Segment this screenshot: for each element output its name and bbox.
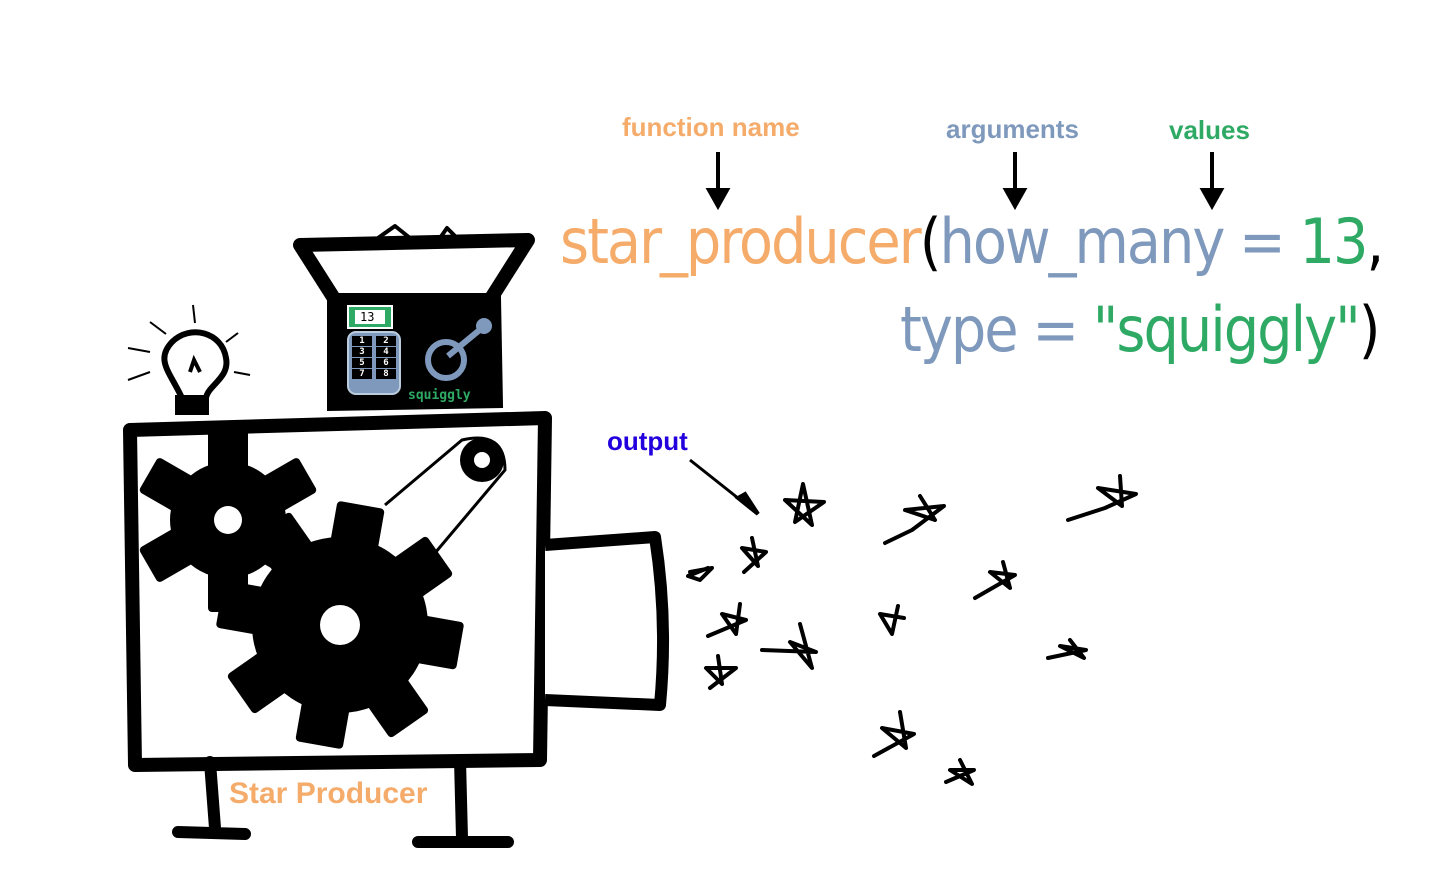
- keypad-keys: 1 2 3 4 5 6 7 8: [352, 336, 396, 379]
- arg1-equals: =: [1223, 205, 1300, 278]
- star: [973, 560, 1017, 600]
- annotation-arrows: [689, 152, 1225, 516]
- machine-name: Star Producer: [229, 777, 428, 810]
- keypad-key[interactable]: 3: [352, 347, 372, 357]
- large-gear: [216, 501, 464, 749]
- display-value: 13: [360, 310, 375, 324]
- bulb-glow-lines: [127, 304, 251, 381]
- dial-label: squiggly: [408, 388, 471, 403]
- arg2-name: type: [900, 293, 1019, 366]
- open-paren: (: [919, 205, 942, 278]
- star: [783, 482, 826, 527]
- keypad-key[interactable]: 8: [376, 369, 396, 379]
- keypad-key[interactable]: 5: [352, 358, 372, 368]
- light-bulb: [161, 329, 230, 415]
- arg1-value: 13: [1299, 205, 1369, 278]
- keypad-key[interactable]: 7: [352, 369, 372, 379]
- machine-legs: [172, 754, 514, 848]
- arguments-label: arguments: [946, 114, 1079, 144]
- function-name-label: function name: [622, 112, 800, 142]
- star: [706, 602, 748, 638]
- close-paren: ): [1358, 293, 1381, 366]
- keypad-key[interactable]: 1: [352, 336, 372, 346]
- star: [686, 566, 714, 582]
- output-chute: [544, 531, 670, 711]
- star: [883, 494, 946, 545]
- star: [944, 758, 976, 786]
- star: [760, 622, 818, 670]
- hopper: [293, 224, 535, 307]
- output-label: output: [607, 426, 688, 456]
- star: [1066, 474, 1138, 522]
- star: [1046, 638, 1088, 660]
- code-line-2: type = "squiggly"): [900, 293, 1381, 366]
- arg2-value: "squiggly": [1092, 293, 1361, 366]
- output-stars: [686, 474, 1138, 786]
- comma: ,: [1366, 205, 1384, 278]
- star: [872, 710, 916, 758]
- dial: [425, 339, 467, 381]
- arg1-name: how_many: [939, 205, 1225, 278]
- star: [878, 604, 906, 636]
- arg2-equals: =: [1016, 293, 1093, 366]
- keypad-key[interactable]: 4: [376, 347, 396, 357]
- star: [704, 654, 738, 690]
- star: [740, 536, 768, 574]
- function-name: star_producer: [560, 205, 922, 278]
- values-label: values: [1169, 115, 1250, 145]
- code-line-1: star_producer(how_many = 13,: [560, 205, 1384, 278]
- keypad-key[interactable]: 2: [376, 336, 396, 346]
- keypad-key[interactable]: 6: [376, 358, 396, 368]
